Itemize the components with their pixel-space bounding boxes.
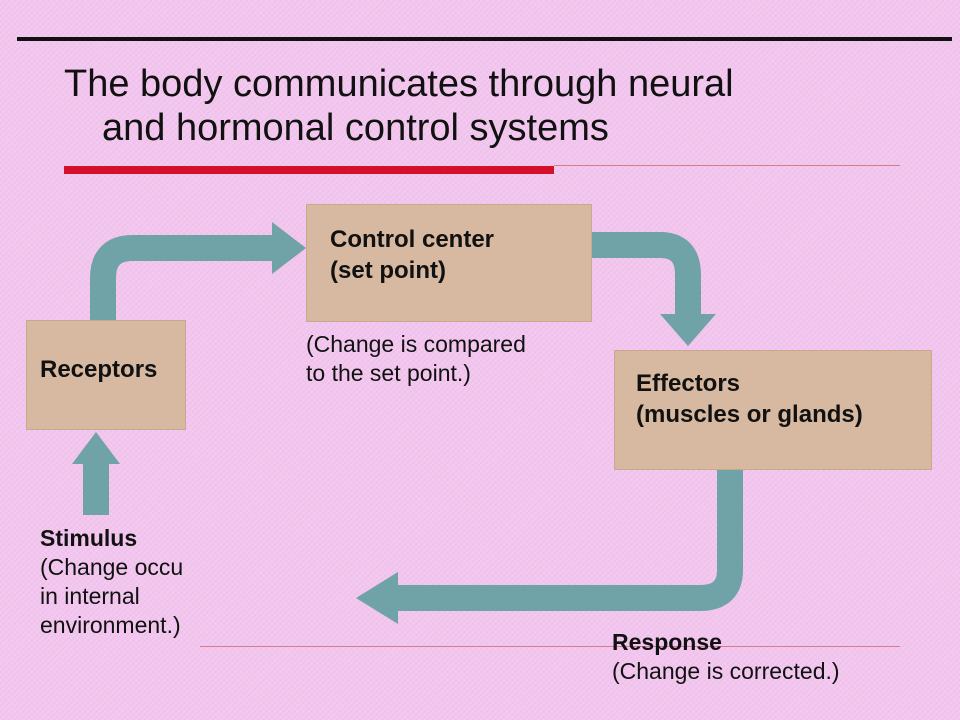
title-line-2: and hormonal control systems <box>102 107 609 149</box>
response-note: Response (Change is corrected.) <box>612 628 840 686</box>
control-center-line-1: Control center <box>330 226 495 253</box>
slide-title: The body communicates through neural and… <box>64 62 904 150</box>
effectors-label: Effectors (muscles or glands) <box>636 368 863 430</box>
stimulus-label: Stimulus <box>40 525 138 551</box>
arrowhead-to-control <box>272 222 306 274</box>
title-line-1: The body communicates through neural <box>64 63 734 105</box>
compare-note-line-2: to the set point.) <box>306 360 471 386</box>
arrowhead-response <box>356 572 398 624</box>
control-center-line-2: (set point) <box>330 257 446 284</box>
effectors-line-2: (muscles or glands) <box>636 401 863 428</box>
bottom-divider <box>200 646 900 647</box>
effectors-box <box>614 350 932 470</box>
receptors-box <box>26 320 186 430</box>
effectors-line-1: Effectors <box>636 370 741 397</box>
title-underline-accent <box>64 166 554 174</box>
control-center-box <box>306 204 592 322</box>
receptors-label: Receptors <box>40 356 158 383</box>
stimulus-note: Stimulus (Change occu in internal enviro… <box>40 524 183 640</box>
arrow-control-to-effectors <box>592 232 701 318</box>
stimulus-line-3: environment.) <box>40 612 181 638</box>
compare-note-line-1: (Change is compared <box>306 331 526 357</box>
response-label: Response <box>612 629 722 655</box>
title-underline-thin <box>554 165 900 166</box>
control-center-label: Control center (set point) <box>330 224 494 286</box>
response-line-1: (Change is corrected.) <box>612 658 840 684</box>
top-divider <box>17 37 952 41</box>
stimulus-line-1: (Change occu <box>40 554 184 580</box>
stimulus-line-2: in internal <box>40 583 140 609</box>
arrowhead-to-effectors <box>660 314 716 346</box>
arrowhead-to-receptors <box>72 432 120 464</box>
arrow-effectors-to-response <box>392 470 743 611</box>
arrow-receptors-to-control <box>90 235 278 322</box>
compare-note: (Change is compared to the set point.) <box>306 330 526 388</box>
